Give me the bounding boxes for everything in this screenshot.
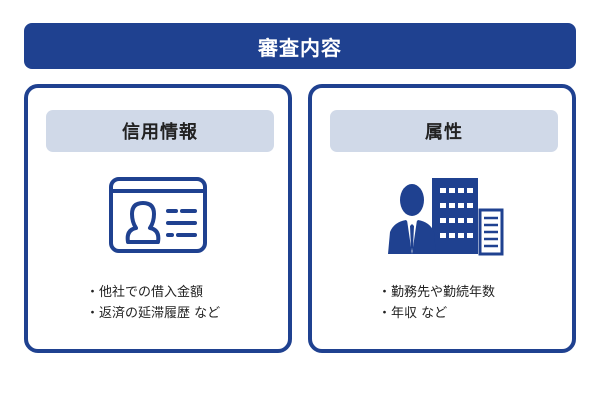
header-banner: 審査内容 [24, 23, 576, 69]
item-list: 他社での借入金額 返済の延滞履歴 など [86, 282, 220, 324]
list-item: 返済の延滞履歴 など [86, 303, 220, 324]
card-attributes: 属性 勤務先や勤続年数 年収 など [308, 84, 576, 353]
list-item: 勤務先や勤続年数 [378, 282, 495, 303]
card-title-pill: 信用情報 [46, 110, 274, 152]
card-title-pill: 属性 [330, 110, 558, 152]
list-item: 年収 など [378, 303, 495, 324]
card-title: 信用情報 [122, 122, 198, 143]
header-title: 審査内容 [258, 35, 342, 60]
card-credit-info: 信用情報 他社での借入金額 返済の延滞履歴 など [24, 84, 292, 353]
list-item: 他社での借入金額 [86, 282, 220, 303]
businessman-building-icon [388, 178, 504, 256]
card-title: 属性 [425, 122, 463, 143]
id-card-icon [109, 177, 207, 253]
item-list: 勤務先や勤続年数 年収 など [378, 282, 495, 324]
